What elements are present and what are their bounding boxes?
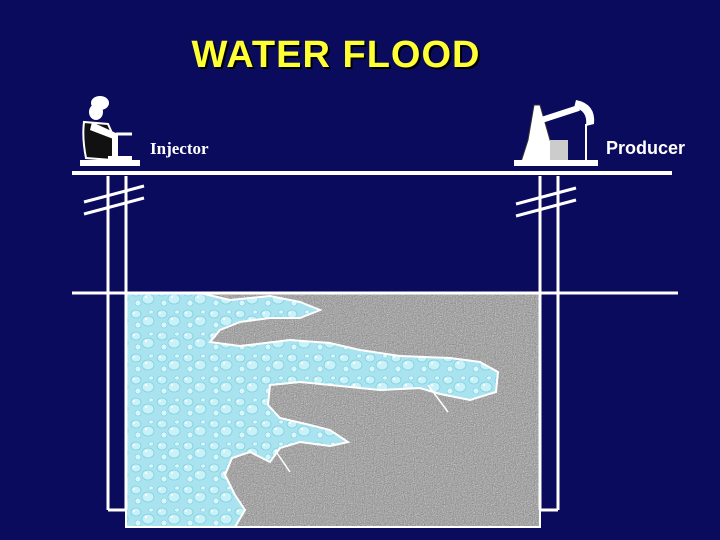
pumpjack-icon — [510, 90, 602, 168]
fracture-line — [427, 384, 449, 413]
producer-wellbore — [538, 176, 560, 512]
water-front — [126, 293, 500, 527]
slide-title: WATER FLOOD — [191, 34, 481, 76]
fracture-line — [274, 449, 291, 473]
producer-label: Producer — [606, 138, 686, 158]
injector-break-marks — [83, 184, 145, 216]
worker-turning-valve-icon — [80, 96, 140, 166]
producer-break-marks — [515, 186, 577, 218]
injector-wellbore — [106, 176, 128, 512]
injector-label: Injector — [150, 139, 209, 158]
